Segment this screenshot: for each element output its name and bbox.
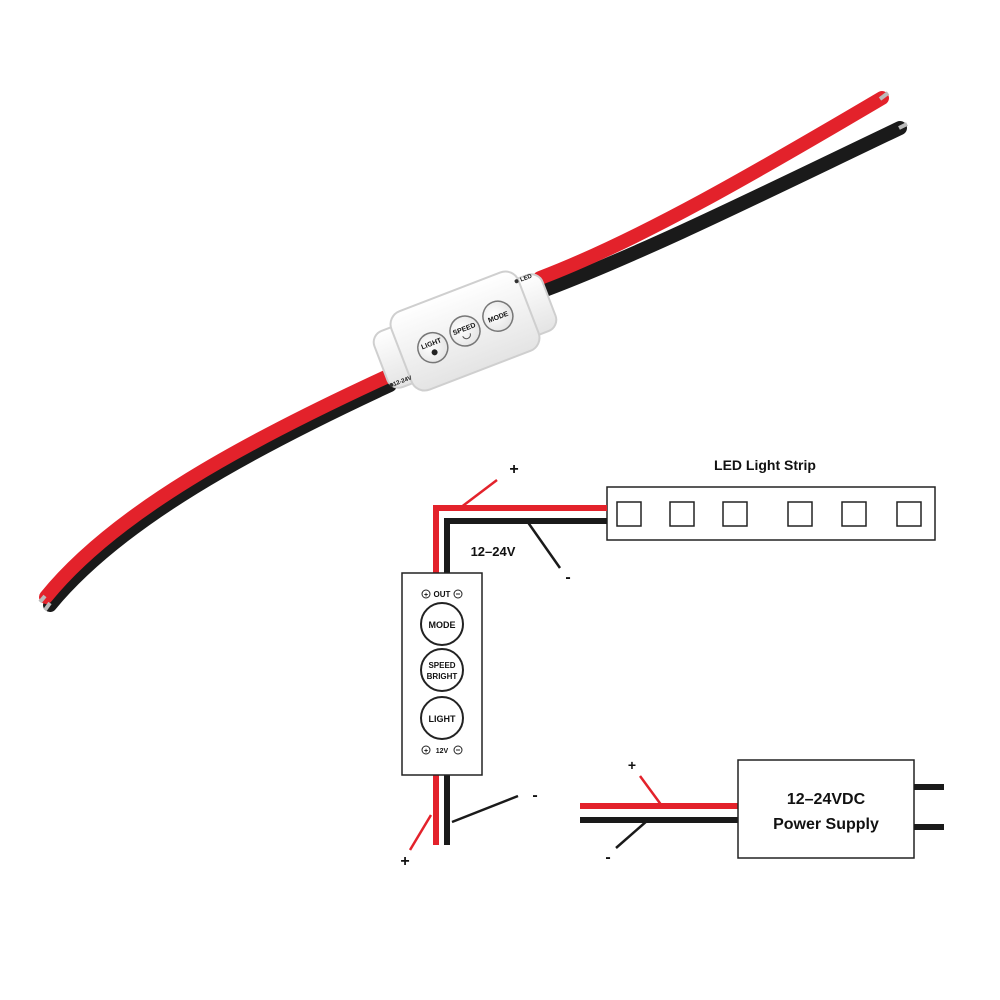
minus-leader <box>451 794 519 824</box>
strip-leds <box>616 501 922 527</box>
power-supply-label: Power Supply <box>773 816 879 833</box>
controller-diagram: + OUT MODE SPEED BRIGHT LIGHT + 12 <box>401 572 483 776</box>
out-label: OUT <box>434 590 451 599</box>
wire-tip <box>878 91 890 101</box>
output-red-wire <box>433 505 607 575</box>
wiring-diagram: LED Light Strip + - 12–24V <box>400 457 944 870</box>
output-black-wire <box>444 518 607 575</box>
in-terminal: + 12V <box>421 745 463 755</box>
plus-leader <box>459 479 498 509</box>
out-terminal: + OUT <box>421 589 463 599</box>
input-minus-sign: - <box>532 787 537 804</box>
speed-arrow-icon <box>462 333 471 340</box>
terminal-dot <box>514 279 519 284</box>
output-plus-sign: + <box>509 461 518 478</box>
in-label: 12V <box>436 748 449 755</box>
input-cable <box>38 370 397 612</box>
bright-button-diagram-label: BRIGHT <box>427 672 458 681</box>
power-supply: 12–24VDC Power Supply <box>737 759 944 859</box>
speed-bright-button-diagram[interactable]: SPEED BRIGHT <box>420 648 464 692</box>
wire-tip <box>38 594 47 604</box>
plus-terminal-icon <box>421 589 431 599</box>
light-button-diagram-label: LIGHT <box>429 714 456 724</box>
terminal-dot <box>389 382 394 387</box>
led-port-label: LED <box>520 273 534 283</box>
led-strip: LED Light Strip <box>606 457 936 541</box>
input-plus-sign: + <box>400 853 409 870</box>
mode-button-diagram-label: MODE <box>429 620 456 630</box>
plus-leader <box>638 775 664 807</box>
terminal-plus: + <box>424 748 428 755</box>
speed-button-diagram-label: SPEED <box>428 661 455 670</box>
strip-title: LED Light Strip <box>714 457 816 473</box>
wire-tip <box>43 601 52 612</box>
led-chip <box>896 501 922 527</box>
supply-wires: + - <box>580 757 738 866</box>
led-chip <box>669 501 695 527</box>
power-supply-body <box>737 759 915 859</box>
light-button-diagram[interactable]: LIGHT <box>420 696 464 740</box>
plus-terminal-icon <box>421 745 431 755</box>
strip-voltage-label: 12–24V <box>471 544 516 559</box>
mode-button-diagram[interactable]: MODE <box>420 602 464 646</box>
product-photo: LIGHT SPEED MODE LED 12-24V <box>38 91 908 612</box>
strip-body <box>606 486 936 541</box>
minus-leader <box>615 819 649 849</box>
output-wires: + - 12–24V <box>433 461 607 586</box>
minus-terminal-icon <box>453 745 463 755</box>
supply-minus-sign: - <box>605 849 610 866</box>
output-cable <box>533 91 908 297</box>
output-minus-sign: - <box>565 569 570 586</box>
minus-leader <box>525 520 562 569</box>
speed-button[interactable]: SPEED <box>446 312 485 351</box>
plus-leader <box>408 814 433 851</box>
minus-terminal-icon <box>453 589 463 599</box>
mode-button[interactable]: MODE <box>479 297 518 336</box>
led-chip <box>616 501 642 527</box>
terminal-plus: + <box>424 592 428 599</box>
led-chip <box>841 501 867 527</box>
light-button[interactable]: LIGHT <box>413 328 452 367</box>
input-wires: + - <box>400 775 538 870</box>
led-chip <box>722 501 748 527</box>
indicator-dot <box>431 349 438 356</box>
supply-plus-sign: + <box>628 757 636 773</box>
led-chip <box>787 501 813 527</box>
wire-tip <box>898 122 908 130</box>
controller-module: LIGHT SPEED MODE LED 12-24V <box>372 270 558 392</box>
power-supply-voltage: 12–24VDC <box>787 791 866 808</box>
